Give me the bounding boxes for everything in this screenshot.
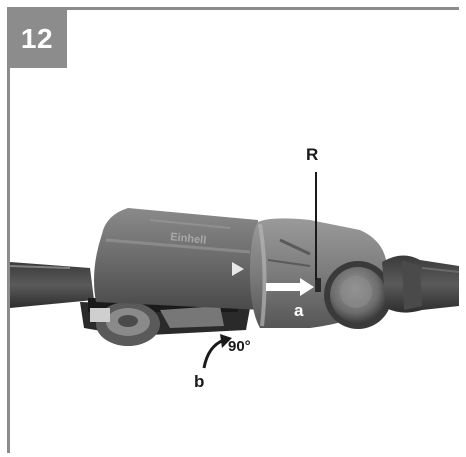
label-R: R bbox=[306, 145, 319, 164]
frame-left-border bbox=[7, 7, 10, 453]
angle-label: 90° bbox=[228, 338, 251, 355]
rotation-arrow-icon bbox=[202, 334, 232, 369]
front-housing: Einhell bbox=[94, 208, 262, 310]
frame-top-border bbox=[7, 7, 459, 10]
tool-photo: Einhell bbox=[10, 172, 459, 369]
direction-marker-icon bbox=[232, 262, 244, 276]
right-pole bbox=[382, 255, 459, 313]
brand-text: Einhell bbox=[170, 231, 207, 247]
figure-frame bbox=[7, 7, 459, 453]
gear-head bbox=[80, 298, 250, 346]
adjustment-knob bbox=[324, 261, 392, 329]
label-b: b bbox=[194, 372, 205, 391]
release-button-R bbox=[315, 278, 321, 292]
figure-number-badge: 12 bbox=[7, 10, 67, 68]
arrow-a-icon bbox=[266, 278, 314, 296]
left-pole bbox=[10, 262, 94, 308]
label-a: a bbox=[294, 301, 304, 320]
